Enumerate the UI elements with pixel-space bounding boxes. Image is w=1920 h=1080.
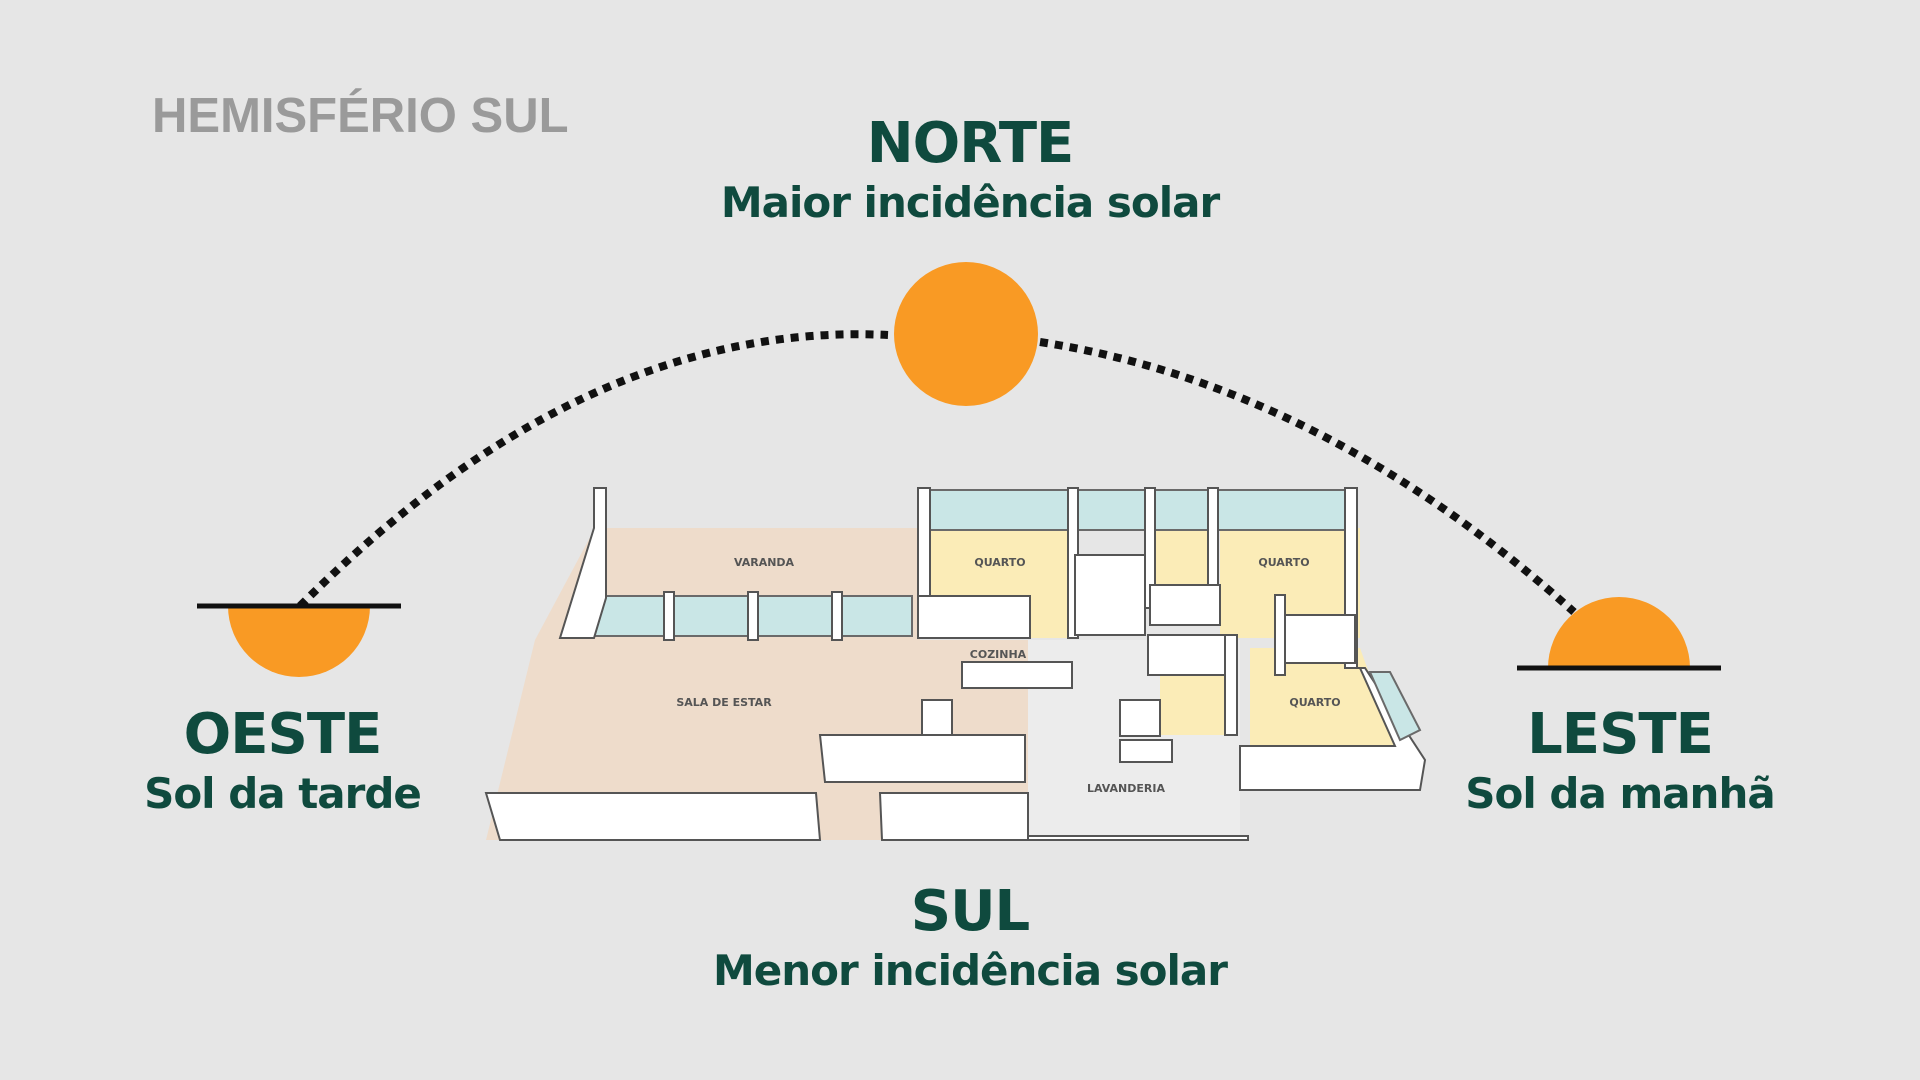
south-title: SUL [910,879,1031,944]
bath-floor-1 [1148,530,1208,590]
front-wall-right [878,792,1029,841]
north-subtitle: Maior incidência solar [720,178,1220,227]
north-title: NORTE [866,111,1075,176]
kitchen-counter [961,661,1073,689]
room-label-quarto-2: QUARTO [1258,556,1309,569]
sun-path-arc [297,330,889,609]
front-wall-left [484,792,822,841]
floor-plan-illustration: VARANDA SALA DE ESTAR COZINHA LAVANDERIA… [484,487,1427,841]
room-label-quarto-3: QUARTO [1289,696,1340,709]
living-partition [818,734,1026,783]
east-glass [1368,671,1422,742]
east-subtitle: Sol da manhã [1465,769,1775,818]
sunset-icon [197,603,401,677]
bedroom-floor-3 [1250,648,1395,745]
room-label-sala: SALA DE ESTAR [676,696,772,709]
west-label: OESTE Sol da tarde [100,703,465,821]
room-label-cozinha: COZINHA [970,648,1027,661]
bedroom-walls [917,487,1358,737]
front-wall-service [1027,835,1249,841]
sun-path-arc-right [1039,338,1577,615]
room-label-lavanderia: LAVANDERIA [1087,782,1165,795]
varanda-glass-wall [589,591,913,641]
top-windows [925,489,1347,531]
north-label: NORTE Maior incidência solar [610,112,1330,230]
room-label-varanda: VARANDA [734,556,795,569]
east-title: LESTE [1527,702,1714,767]
room-label-quarto-1: QUARTO [974,556,1025,569]
laundry-machine [1119,739,1173,763]
west-title: OESTE [183,702,383,767]
east-label: LESTE Sol da manhã [1430,703,1810,821]
kitchen-stove [921,699,953,737]
south-label: SUL Menor incidência solar [610,880,1330,998]
south-subtitle: Menor incidência solar [713,946,1228,995]
sunrise-icon [1517,597,1721,671]
hemisphere-label: HEMISFÉRIO SUL [152,89,569,143]
sun-icon [894,262,1038,406]
west-subtitle: Sol da tarde [144,769,422,818]
varanda-left-wall [558,487,607,639]
